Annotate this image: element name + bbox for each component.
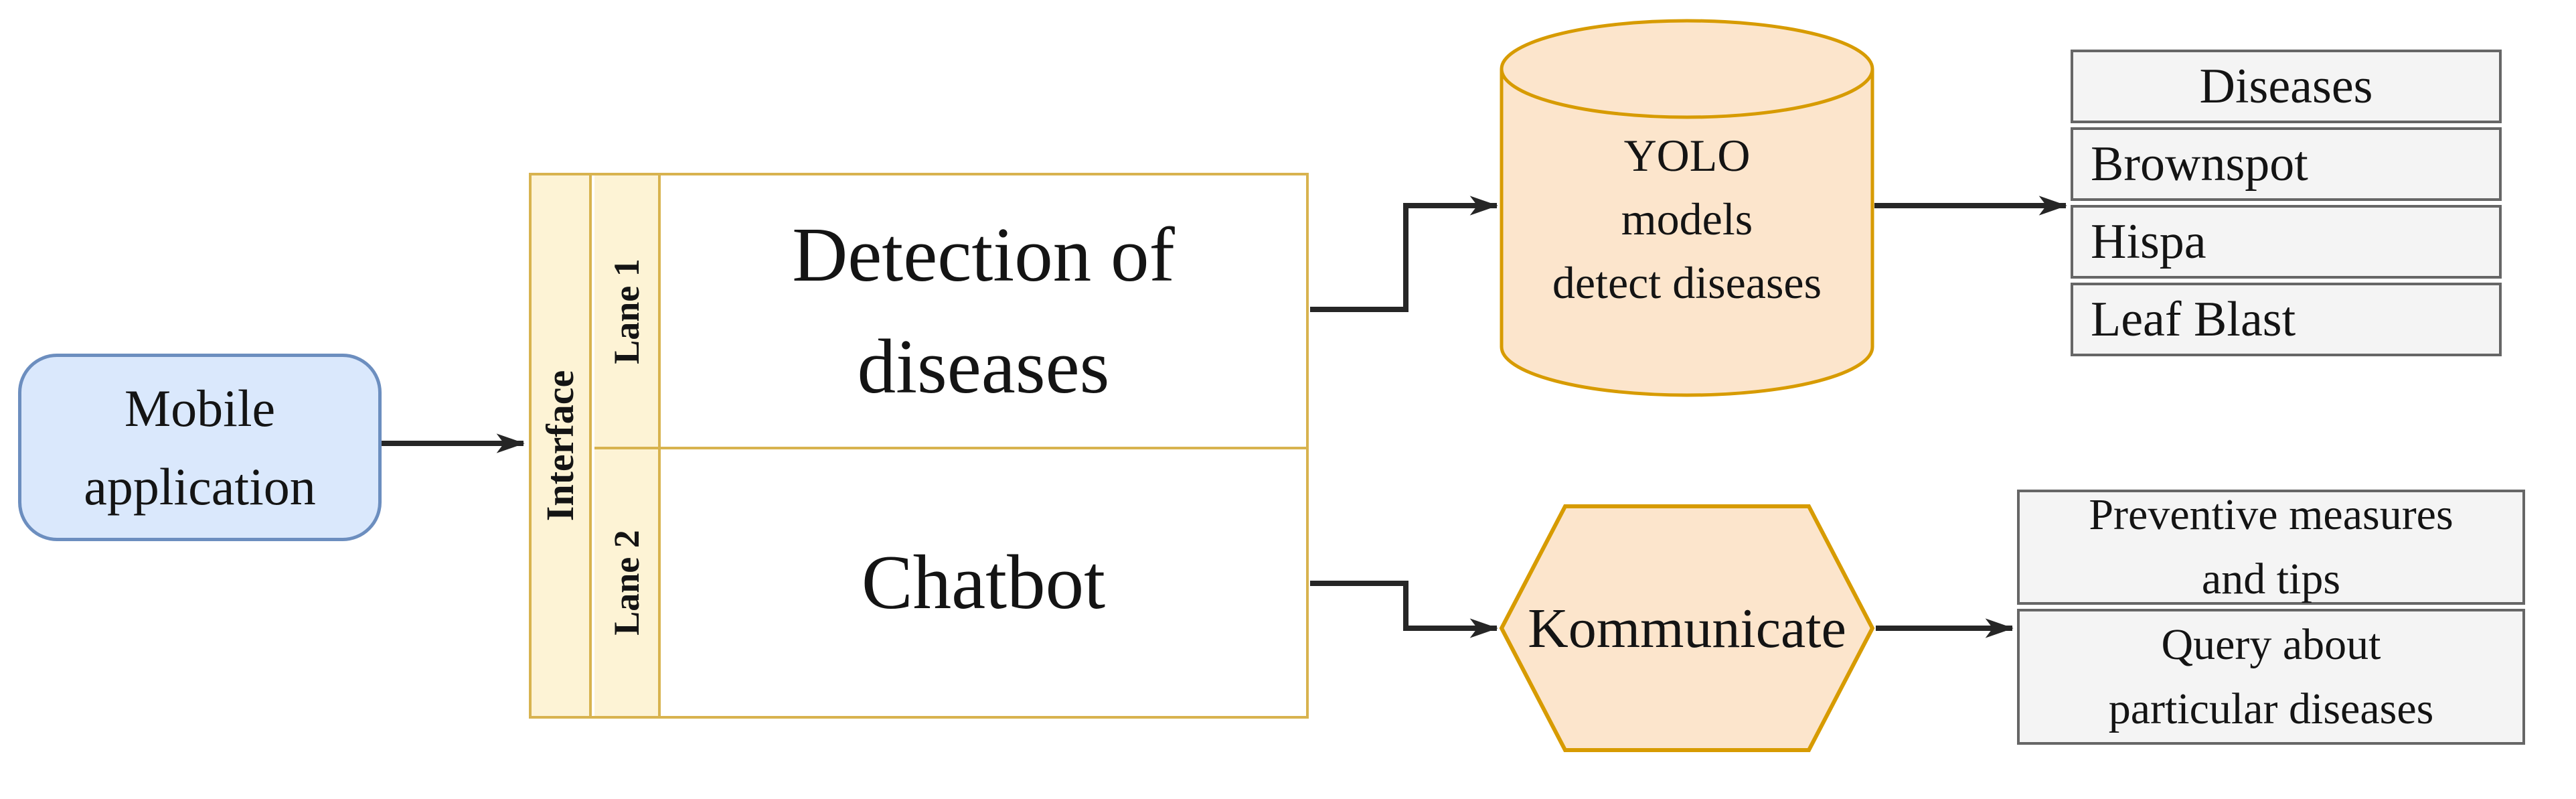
table-row: Brownspot	[2071, 127, 2502, 201]
lane-2-label-column: Lane 2	[594, 449, 661, 716]
mobile-application-node: Mobile application	[18, 354, 382, 541]
lane-1-content: Detection of diseases	[661, 175, 1306, 447]
arrow-detection-to-yolo	[1310, 196, 1498, 312]
lane-2: Lane 2 Chatbot	[594, 447, 1306, 716]
chatbot-results-table: Preventive measures and tips Query about…	[2017, 490, 2525, 745]
table-row: Hispa	[2071, 205, 2502, 279]
query-diseases-label: Query about particular diseases	[2108, 620, 2434, 733]
disease-row-label: Hispa	[2091, 214, 2206, 269]
interface-header-column: Interface	[532, 175, 592, 716]
preventive-measures-label: Preventive measures and tips	[2089, 490, 2453, 603]
mobile-application-label: Mobile application	[84, 379, 316, 516]
detection-of-diseases-label: Detection of diseases	[792, 212, 1175, 409]
chatbot-label: Chatbot	[861, 539, 1106, 625]
diseases-header-label: Diseases	[2199, 58, 2373, 114]
yolo-cylinder-label: YOLO models detect diseases	[1552, 130, 1822, 309]
arrow-chatbot-to-kommunicate	[1310, 581, 1498, 638]
diseases-table: Diseases Brownspot Hispa Leaf Blast	[2071, 50, 2502, 356]
swimlane-lanes: Lane 1 Detection of diseases Lane 2 Chat…	[594, 175, 1306, 716]
lane-1-label-column: Lane 1	[594, 175, 661, 447]
diseases-table-header: Diseases	[2071, 50, 2502, 123]
kommunicate-label: Kommunicate	[1528, 597, 1846, 660]
disease-row-label: Brownspot	[2091, 136, 2308, 192]
table-row: Leaf Blast	[2071, 283, 2502, 356]
table-row: Preventive measures and tips	[2017, 490, 2525, 605]
table-row: Query about particular diseases	[2017, 609, 2525, 745]
lane-2-content: Chatbot	[661, 449, 1306, 716]
lane-2-label: Lane 2	[606, 530, 647, 636]
disease-row-label: Leaf Blast	[2091, 291, 2296, 347]
interface-swimlane: Interface Lane 1 Detection of diseases L…	[529, 173, 1309, 719]
lane-1-label: Lane 1	[606, 258, 647, 364]
lane-1: Lane 1 Detection of diseases	[594, 175, 1306, 447]
interface-title: Interface	[538, 370, 582, 522]
kommunicate-label-box: Kommunicate	[1528, 508, 1846, 749]
